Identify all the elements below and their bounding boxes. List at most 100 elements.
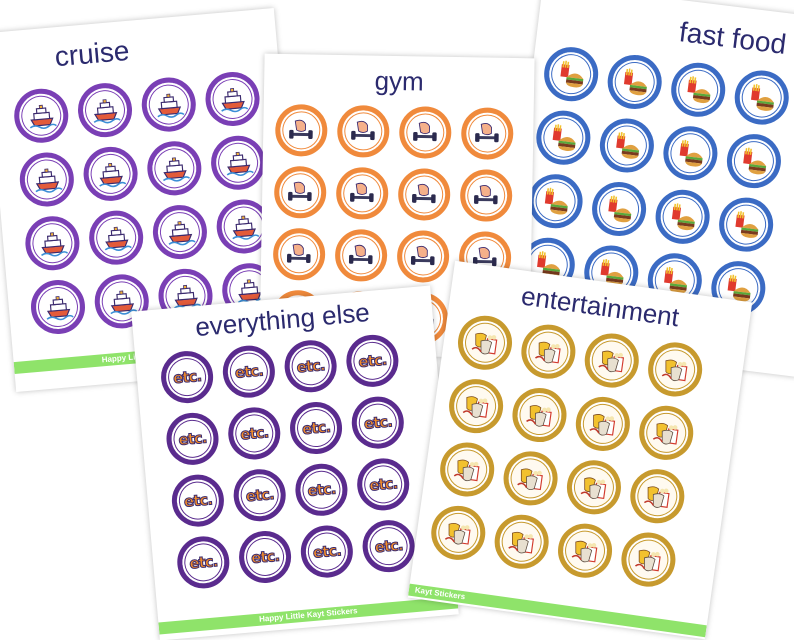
burger-fries-icon <box>658 192 707 241</box>
theater-masks-popcorn-icon <box>578 399 628 449</box>
cruise-sticker <box>12 86 71 145</box>
theater-masks-popcorn-icon <box>433 508 483 558</box>
cruise-sticker <box>214 197 273 256</box>
cruise-ship-icon <box>98 278 146 326</box>
burger-fries-icon <box>729 137 778 186</box>
fast-food-sticker <box>533 107 594 168</box>
etc-text-icon: etc. <box>237 472 283 518</box>
everything-else-sticker: etc. <box>298 523 356 580</box>
flexed-arm-dumbbell-icon <box>342 110 385 153</box>
etc-text-icon: etc. <box>226 349 272 395</box>
entertainment-sticker <box>445 375 507 437</box>
etc-text-icon: etc. <box>288 344 334 390</box>
everything-else-sticker: etc. <box>355 456 412 513</box>
flexed-arm-dumbbell-icon <box>465 174 508 217</box>
entertainment-sticker <box>563 456 625 518</box>
entertainment-sticker <box>517 321 579 383</box>
burger-fries-icon <box>737 73 786 122</box>
entertainment-sticker-grid <box>427 312 706 591</box>
fast-food-sticker <box>652 186 713 247</box>
theater-masks-popcorn-icon <box>641 408 691 458</box>
everything-else-sticker-grid: etc.etc.etc.etc.etc.etc.etc.etc.etc.etc.… <box>158 332 417 591</box>
everything-else-sticker: etc. <box>236 528 294 586</box>
fast-food-sticker <box>660 123 721 184</box>
theater-masks-popcorn-icon <box>524 327 574 377</box>
theater-masks-popcorn-icon <box>624 535 674 585</box>
burger-fries-icon <box>595 184 644 233</box>
theater-masks-popcorn-icon <box>460 318 510 368</box>
cruise-ship-icon <box>23 156 71 204</box>
gym-sticker <box>272 227 326 281</box>
cruise-sticker <box>156 266 215 326</box>
everything-else-sticker: etc. <box>349 394 406 451</box>
fast-food-sticker <box>588 178 650 240</box>
cruise-ship-icon <box>87 150 135 198</box>
gym-sticker <box>396 230 450 283</box>
theater-masks-popcorn-icon <box>632 471 682 521</box>
burger-fries-icon <box>602 121 651 170</box>
burger-fries-icon <box>539 113 588 162</box>
etc-text-icon: etc. <box>175 478 221 524</box>
everything-else-sticker: etc. <box>169 472 227 529</box>
theater-masks-popcorn-icon <box>442 445 492 495</box>
everything-else-sticker: etc. <box>282 338 339 395</box>
everything-else-sticker: etc. <box>175 534 232 591</box>
entertainment-sticker <box>626 465 688 527</box>
etc-text: etc. <box>172 366 202 388</box>
everything-else-sticker: etc. <box>231 467 288 524</box>
everything-else-sticker: etc. <box>360 517 417 575</box>
flexed-arm-dumbbell-icon <box>340 234 383 277</box>
etc-text-icon: etc. <box>232 411 278 457</box>
gym-sticker <box>274 103 328 157</box>
entertainment-sticker <box>581 330 643 392</box>
fast-food-sheet: fast food <box>499 0 794 377</box>
cruise-sheet: cruise Happy Li <box>0 8 306 392</box>
burger-fries-icon <box>531 177 580 226</box>
cruise-ship-icon <box>162 272 210 320</box>
cruise-sticker <box>145 139 204 198</box>
cruise-sticker <box>81 144 140 204</box>
gym-sticker <box>335 166 389 220</box>
cruise-sticker <box>75 80 135 140</box>
etc-text: etc. <box>301 417 331 439</box>
gym-sticker <box>398 106 452 159</box>
cruise-sticker <box>92 272 152 331</box>
etc-text-icon: etc. <box>242 534 288 580</box>
cruise-ship-icon <box>81 86 129 134</box>
cruise-sticker <box>17 150 77 209</box>
theater-masks-popcorn-icon <box>451 381 501 431</box>
flexed-arm-dumbbell-icon <box>403 173 446 216</box>
etc-text-icon: etc. <box>299 467 345 513</box>
etc-text: etc. <box>183 490 213 511</box>
entertainment-sticker <box>644 338 706 400</box>
entertainment-sticker <box>554 520 616 582</box>
fast-food-sticker-grid <box>517 44 792 319</box>
burger-fries-icon <box>547 50 596 99</box>
everything-else-sticker: etc. <box>158 348 216 406</box>
cruise-ship-icon <box>209 75 257 123</box>
fast-food-sticker <box>525 171 586 232</box>
cruise-ship-icon <box>214 139 262 187</box>
cruise-ship-icon <box>151 144 199 192</box>
flexed-arm-dumbbell-icon <box>341 172 384 215</box>
etc-text: etc. <box>373 535 404 557</box>
etc-text: etc. <box>312 541 342 562</box>
burger-fries-icon <box>714 264 763 313</box>
entertainment-sticker <box>427 502 489 564</box>
etc-text-icon: etc. <box>304 529 350 575</box>
entertainment-sticker <box>572 393 634 455</box>
theater-masks-popcorn-icon <box>587 336 637 386</box>
entertainment-sticker <box>617 529 679 591</box>
theater-masks-popcorn-icon <box>569 462 619 512</box>
gym-sticker <box>460 107 514 161</box>
etc-text: etc. <box>177 428 208 450</box>
cruise-sticker <box>23 213 82 273</box>
flexed-arm-dumbbell-icon <box>466 112 509 155</box>
theater-masks-popcorn-icon <box>515 390 565 440</box>
fast-food-sticker <box>668 59 729 120</box>
etc-text: etc. <box>357 350 388 372</box>
flexed-arm-dumbbell-icon <box>402 235 445 278</box>
burger-fries-icon <box>722 200 771 249</box>
flexed-arm-dumbbell-icon <box>404 111 447 154</box>
everything-else-sticker: etc. <box>293 461 350 518</box>
